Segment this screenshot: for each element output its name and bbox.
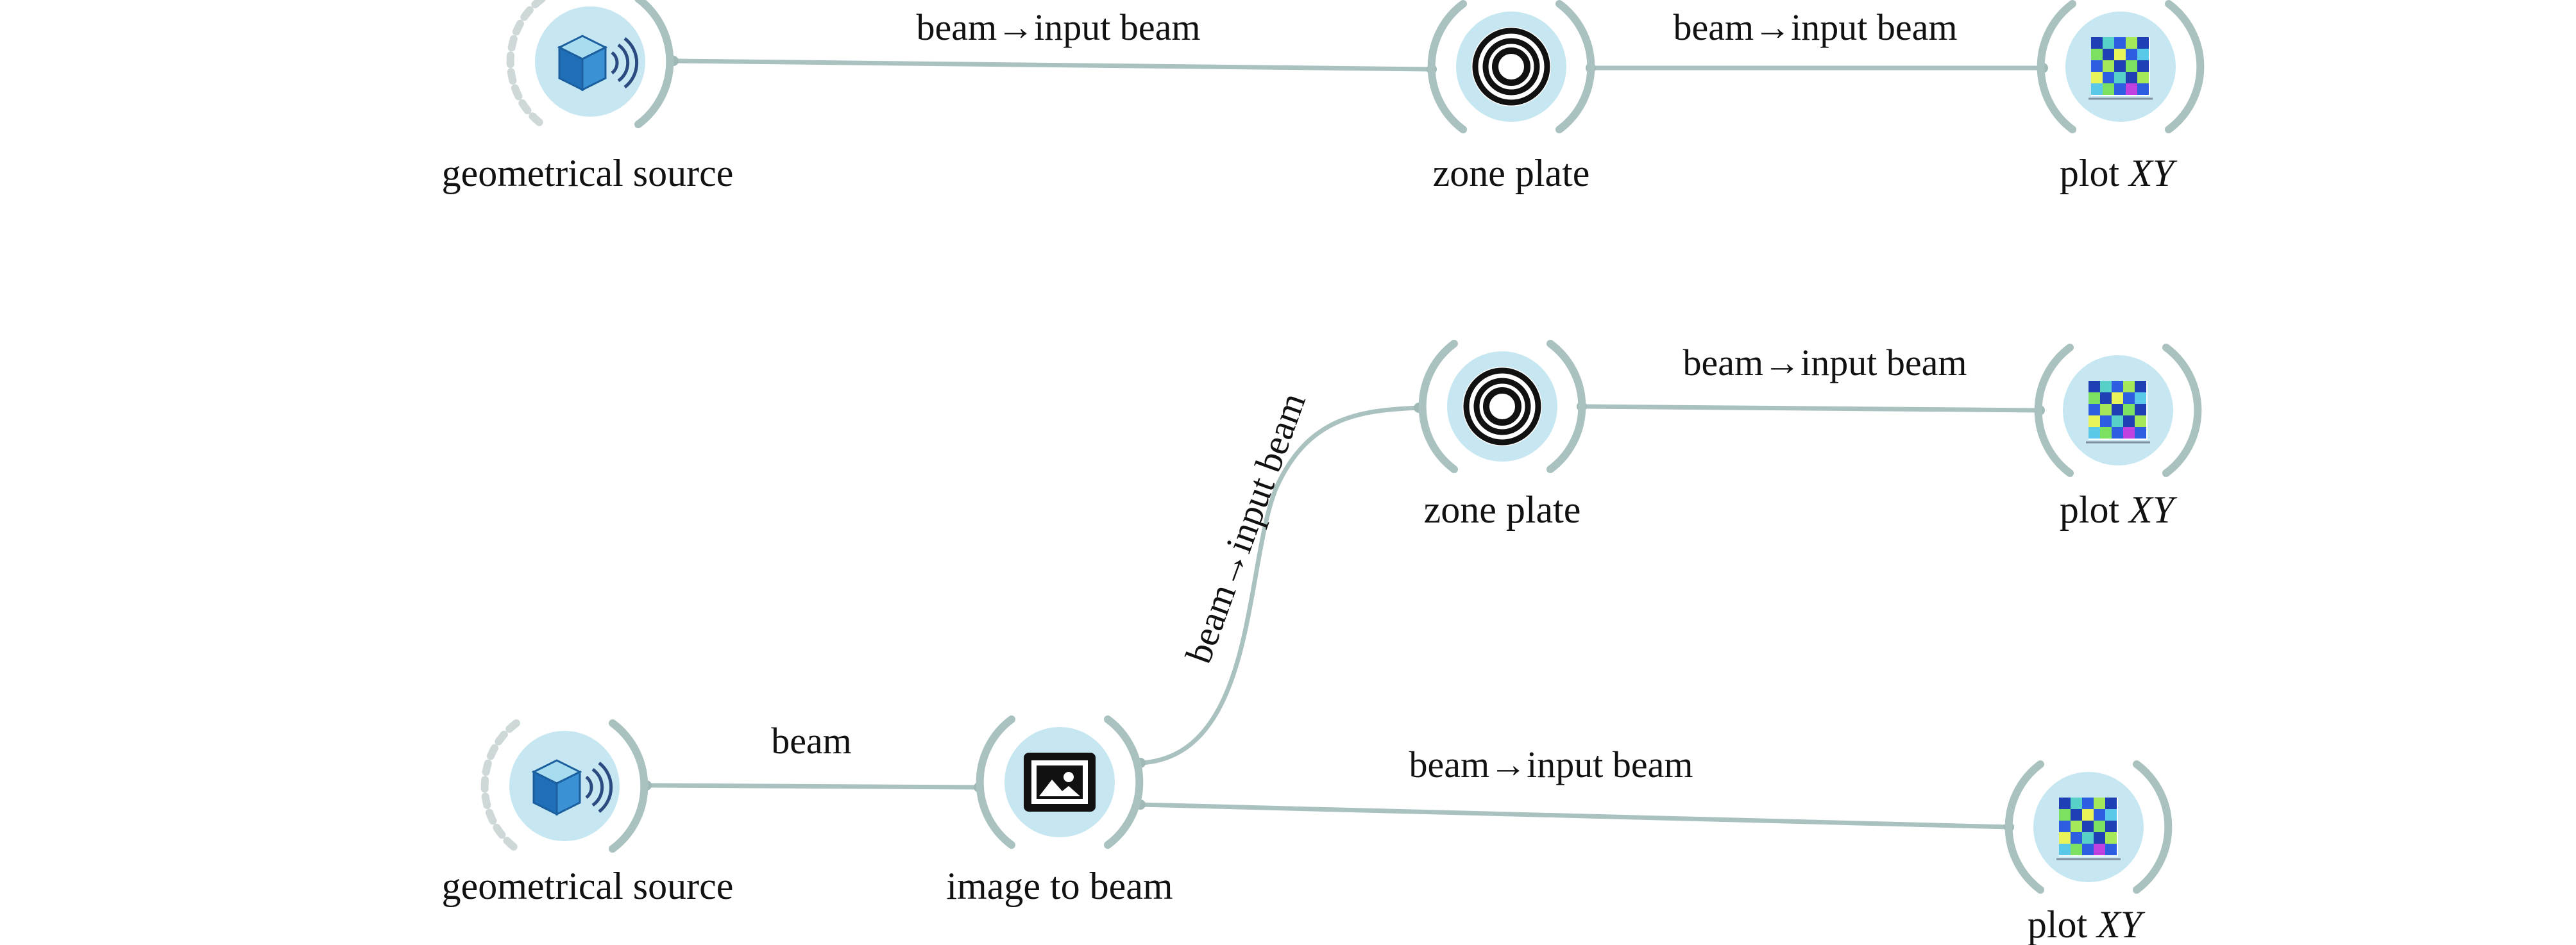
node-label-plot-xy-2: plot XY bbox=[2060, 489, 2178, 531]
framed-picture-icon bbox=[1024, 753, 1096, 812]
link-geo-source-1-to-zone-plate-1[interactable] bbox=[673, 58, 1432, 72]
node-geometrical-source-2[interactable] bbox=[485, 723, 645, 849]
node-label-zone-plate-2: zone plate bbox=[1424, 489, 1581, 531]
link-label-l1: beam→input beam bbox=[917, 6, 1201, 48]
zone-plate-rings-icon bbox=[1471, 27, 1551, 106]
link-label-l5: beam→input beam bbox=[1683, 342, 1967, 383]
link-image-to-beam-to-plot-xy-3[interactable] bbox=[1140, 802, 2010, 830]
node-label-plot-xy-3: plot XY bbox=[2028, 903, 2146, 945]
heatmap-plot-icon bbox=[2085, 380, 2151, 444]
node-zone-plate-1[interactable] bbox=[1432, 4, 1591, 130]
node-plot-xy-3[interactable] bbox=[2009, 764, 2169, 890]
link-endpoint-dots bbox=[641, 56, 2048, 832]
node-geometrical-source-1[interactable] bbox=[511, 0, 670, 124]
node-plot-xy-2[interactable] bbox=[2038, 347, 2198, 473]
link-label-l2: beam→input beam bbox=[1674, 6, 1958, 48]
link-label-l6: beam→input beam bbox=[1409, 744, 1693, 785]
link-image-to-beam-to-zone-plate-2[interactable] bbox=[1140, 405, 1419, 765]
zone-plate-rings-icon bbox=[1462, 367, 1542, 446]
heatmap-plot-icon bbox=[2055, 796, 2122, 860]
node-label-geometrical-source-2: geometrical source bbox=[442, 865, 734, 907]
node-label-zone-plate-1: zone plate bbox=[1433, 152, 1590, 194]
node-plot-xy-1[interactable] bbox=[2041, 4, 2201, 130]
node-label-geometrical-source-1: geometrical source bbox=[442, 152, 734, 194]
heatmap-plot-icon bbox=[2087, 36, 2154, 100]
link-zone-plate-2-to-plot-xy-2[interactable] bbox=[1581, 404, 2040, 413]
node-label-image-to-beam: image to beam bbox=[946, 865, 1173, 907]
link-label-l3: beam bbox=[771, 720, 852, 762]
link-geo-source-2-to-image-to-beam[interactable] bbox=[646, 783, 979, 790]
node-label-plot-xy-1: plot XY bbox=[2060, 152, 2178, 194]
node-image-to-beam[interactable] bbox=[980, 719, 1140, 845]
node-zone-plate-2[interactable] bbox=[1423, 344, 1582, 469]
